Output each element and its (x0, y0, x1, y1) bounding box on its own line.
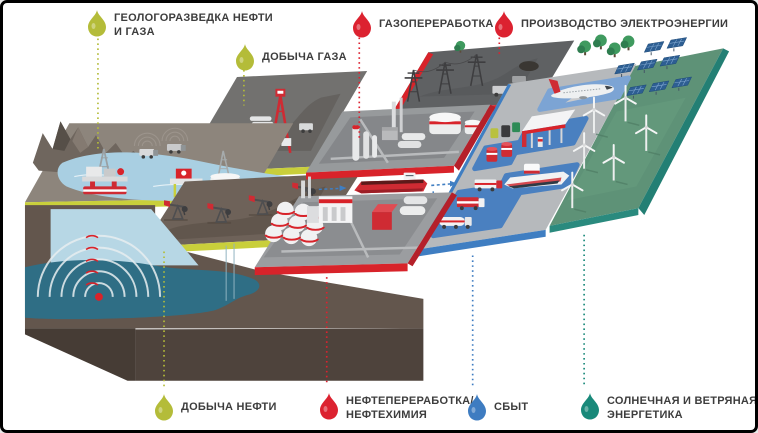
seismic-trucks-icon (133, 127, 189, 159)
red-tank-icon (372, 204, 398, 230)
legend-power-generation: ПРОИЗВОДСТВО ЭЛЕКТРОЭНЕРГИИ (494, 11, 728, 38)
legend-oil-production-label: ДОБЫЧА НЕФТИ (181, 401, 277, 413)
sales-platform (417, 64, 637, 257)
airplane-icon (548, 78, 614, 103)
distillation-columns-icon (352, 97, 403, 161)
water-column (50, 209, 199, 266)
legend-gas-production: ДОБЫЧА ГАЗА (235, 44, 347, 71)
offshore-oil-rig-icon (82, 148, 128, 195)
legend-refining-label: НЕФТЕПЕРЕРАБОТКА/НЕФТЕХИМИЯ (346, 395, 474, 421)
tanker-ship-icon (354, 172, 428, 194)
drop-icon (155, 394, 173, 421)
refinery-platform (254, 176, 457, 276)
legend-refining: НЕФТЕПЕРЕРАБОТКА/НЕФТЕХИМИЯ (319, 393, 474, 423)
drop-icon (353, 11, 371, 38)
legend-gas-processing-label: ГАЗОПЕРЕРАБОТКА (379, 18, 494, 30)
legend-sales-label: СБЫТ (494, 401, 529, 413)
legend-connector-lines (97, 37, 585, 387)
underground-cross-section (24, 205, 424, 381)
seismic-source-dot (94, 292, 103, 301)
legend-power-generation-label: ПРОИЗВОДСТВО ЭЛЕКТРОЭНЕРГИИ (521, 18, 729, 30)
bunkering-ship-icon (504, 163, 570, 189)
drop-icon (495, 11, 513, 38)
seismic-waves-icon (36, 234, 162, 297)
drop-icon (468, 394, 486, 421)
fuel-truck-icons (439, 179, 503, 229)
exploration-platform (24, 121, 309, 210)
drop-icon (88, 10, 106, 37)
drop-icon (236, 44, 254, 71)
oil-reservoir (24, 259, 260, 320)
drop-icon (320, 393, 338, 420)
legend-sales: СБЫТ (467, 394, 528, 421)
refinery-building-icon (301, 176, 353, 223)
storage-tanks-icon (381, 112, 481, 148)
oil-cans-icon (490, 122, 521, 139)
legend-gas-production-label: ДОБЫЧА ГАЗА (262, 51, 347, 63)
gas-processing-platform (306, 97, 496, 180)
legend-gas-processing: ГАЗОПЕРЕРАБОТКА (352, 11, 494, 38)
renewables-platform (549, 48, 730, 233)
drop-icon (581, 393, 599, 420)
value-chain-illustration (24, 34, 730, 387)
legend-oil-production: ДОБЫЧА НЕФТИ (154, 394, 277, 421)
gas-station-icon (521, 109, 576, 148)
oil-barrels-icon (486, 142, 513, 162)
